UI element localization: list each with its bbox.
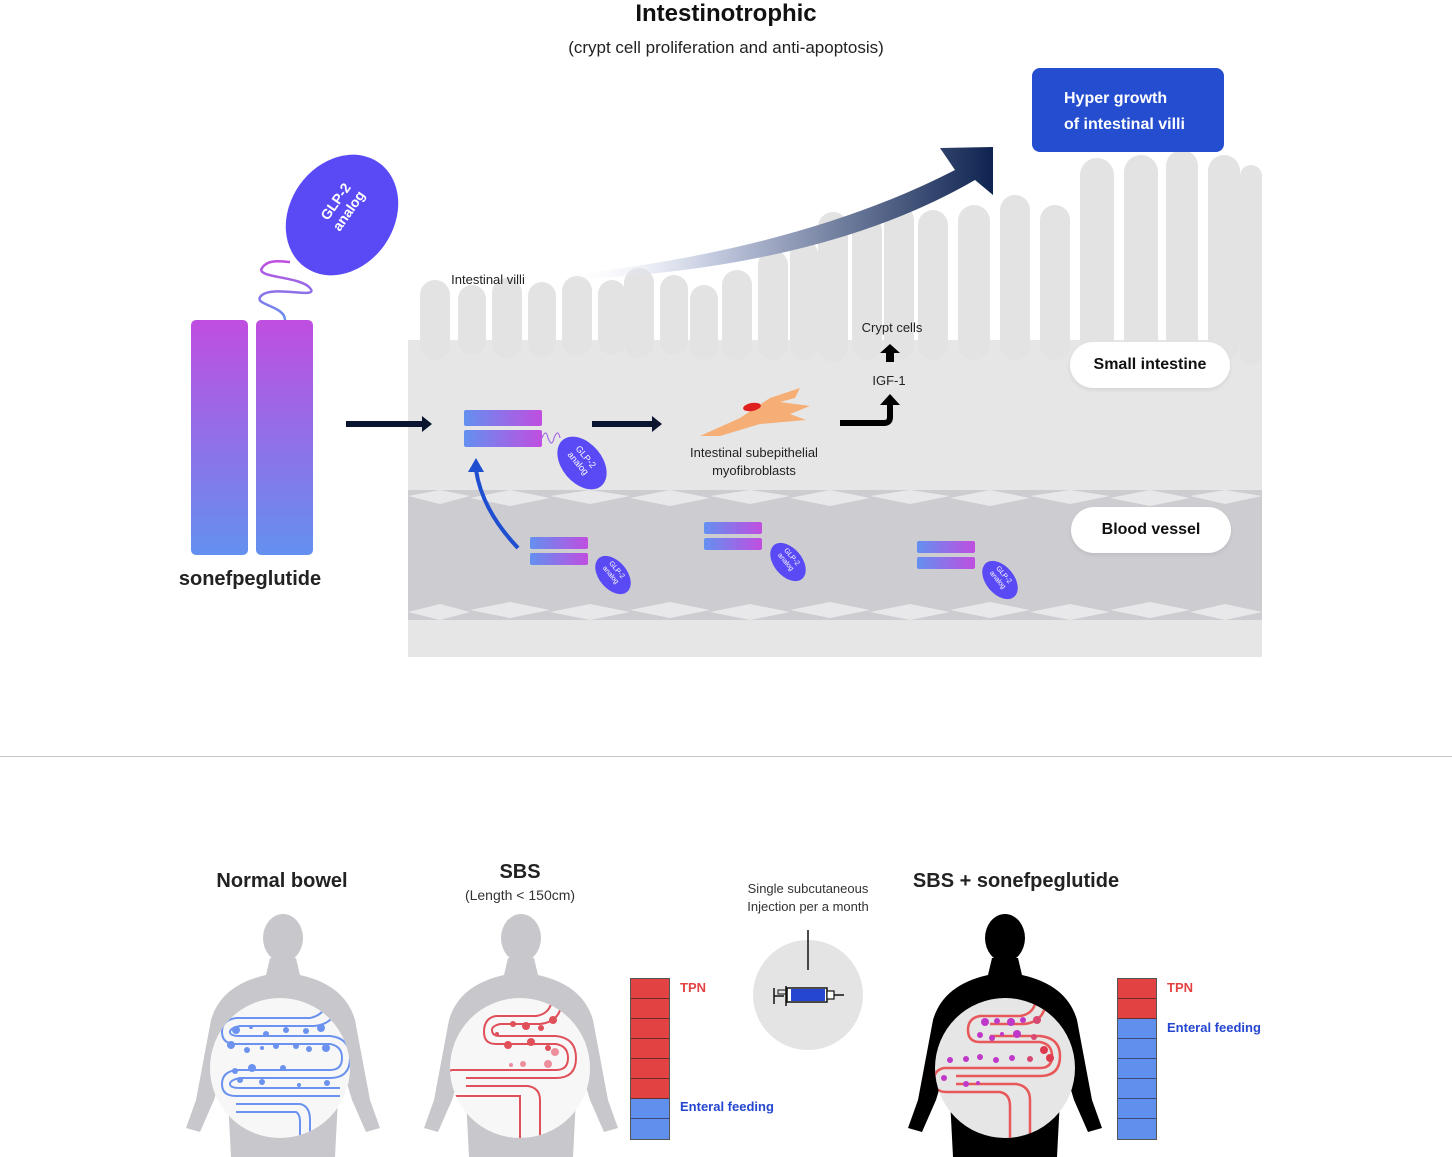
- callout-line1: Hyper growth: [1064, 90, 1168, 107]
- circulating-molecule-3: [917, 541, 1018, 600]
- villus: [1080, 158, 1114, 363]
- villus: [852, 215, 882, 360]
- uptake-arrow: [474, 469, 520, 550]
- callout-line2: of intestinal villi: [1064, 116, 1185, 133]
- igf-arrowhead: [880, 394, 900, 405]
- diagram-title: Intestinotrophic: [635, 0, 817, 27]
- igf1-label: IGF-1: [872, 373, 906, 388]
- tpn-segment: [631, 1039, 669, 1059]
- intestine-sbs: [450, 999, 578, 1138]
- treated-tpn-label: TPN: [1167, 980, 1193, 995]
- circulating-molecule-2: [704, 522, 806, 582]
- igf-bend-arrow: [840, 404, 893, 426]
- receptor-molecule-bar: [464, 410, 542, 426]
- enteral-segment: [631, 1099, 669, 1119]
- drug-bar-right: [256, 320, 313, 555]
- villus: [598, 280, 626, 355]
- villus: [528, 282, 556, 357]
- drug-bar-left: [191, 320, 248, 555]
- lower-tissue: [408, 620, 1262, 657]
- bowel-figures: [186, 914, 1102, 1157]
- villus: [918, 210, 948, 360]
- tpn-segment: [631, 1079, 669, 1099]
- villus: [492, 278, 522, 358]
- myofibroblasts-label: Intestinal subepithelial myofibroblasts: [664, 444, 844, 480]
- nutrient-dots-treated: [941, 1016, 1054, 1087]
- treated-enteral-label: Enteral feeding: [1167, 1020, 1261, 1035]
- villus: [1240, 165, 1262, 365]
- glp2-ligand-large: [285, 154, 399, 276]
- tpn-segment: [631, 979, 669, 999]
- drug-name-label: sonefpeglutide: [178, 568, 322, 590]
- villus: [758, 250, 788, 360]
- tissue-illustration: [191, 147, 1262, 657]
- villus: [690, 285, 718, 360]
- sbs-title: SBS: [499, 861, 541, 883]
- villus: [562, 276, 592, 356]
- label-line1: Intestinal subepithelial: [690, 445, 818, 460]
- villus: [1208, 155, 1240, 360]
- enteral-segment: [1118, 1019, 1156, 1039]
- sbs-tpn-label: TPN: [680, 980, 706, 995]
- villus: [818, 212, 848, 362]
- sbs-subtitle: (Length < 150cm): [464, 887, 576, 903]
- label-line2: myofibroblasts: [712, 463, 796, 478]
- circulating-molecule-1: [530, 537, 631, 595]
- villus: [1040, 205, 1070, 360]
- sbs-enteral-label: Enteral feeding: [680, 1099, 774, 1114]
- villus: [722, 270, 752, 360]
- nutrition-bar-treated: [1117, 978, 1157, 1140]
- growth-arrow: [560, 147, 993, 280]
- receptor-molecule-bar: [464, 430, 542, 447]
- endothelial-cells: [408, 490, 1262, 620]
- normal-bowel-title: Normal bowel: [216, 870, 348, 892]
- nutrition-bar-sbs: [630, 978, 670, 1140]
- villi-group: [408, 150, 1262, 510]
- caption-line2: Injection per a month: [747, 899, 869, 914]
- section-divider: [0, 756, 1452, 757]
- diagram-subtitle: (crypt cell proliferation and anti-apopt…: [568, 38, 884, 57]
- nutrient-dots-sbs: [495, 1016, 559, 1068]
- enteral-segment: [1118, 1079, 1156, 1099]
- cell-nucleus: [743, 402, 761, 412]
- syringe-icon: [773, 986, 844, 1006]
- villus: [884, 205, 914, 360]
- villus: [1124, 155, 1158, 360]
- intestine-normal: [220, 999, 350, 1138]
- tpn-segment: [631, 999, 669, 1019]
- myofibroblast-cell: [700, 388, 810, 436]
- villi-label: Intestinal villi: [451, 272, 525, 287]
- villus: [790, 240, 818, 360]
- flow-arrow-1: [346, 416, 432, 432]
- enteral-segment: [1118, 1119, 1156, 1139]
- blood-vessel-label: Blood vessel: [1071, 507, 1231, 553]
- tpn-segment: [631, 1059, 669, 1079]
- small-intestine-label: Small intestine: [1070, 342, 1230, 388]
- hyper-growth-callout: Hyper growth of intestinal villi: [1032, 68, 1224, 152]
- nutrient-dots-normal: [227, 1024, 330, 1087]
- villus: [458, 285, 486, 355]
- villus: [420, 280, 450, 360]
- treated-title: SBS + sonefpeglutide: [912, 870, 1120, 892]
- villus: [1000, 195, 1030, 360]
- flow-arrow-2: [592, 416, 662, 432]
- caption-line1: Single subcutaneous: [747, 881, 869, 896]
- enteral-segment: [1118, 1059, 1156, 1079]
- villus: [624, 268, 654, 358]
- injection-caption: Single subcutaneous Injection per a mont…: [718, 880, 898, 916]
- crypt-cells-label: Crypt cells: [861, 320, 923, 335]
- enteral-segment: [1118, 1099, 1156, 1119]
- glp2-ligand-small: [557, 436, 607, 490]
- tpn-segment: [1118, 999, 1156, 1019]
- enteral-segment: [1118, 1039, 1156, 1059]
- tpn-segment: [1118, 979, 1156, 999]
- villus: [1166, 150, 1198, 360]
- tpn-segment: [631, 1019, 669, 1039]
- villus: [958, 205, 990, 360]
- enteral-segment: [631, 1119, 669, 1139]
- peg-linker: [258, 260, 313, 321]
- villus: [660, 275, 688, 355]
- crypt-up-arrow: [880, 344, 900, 362]
